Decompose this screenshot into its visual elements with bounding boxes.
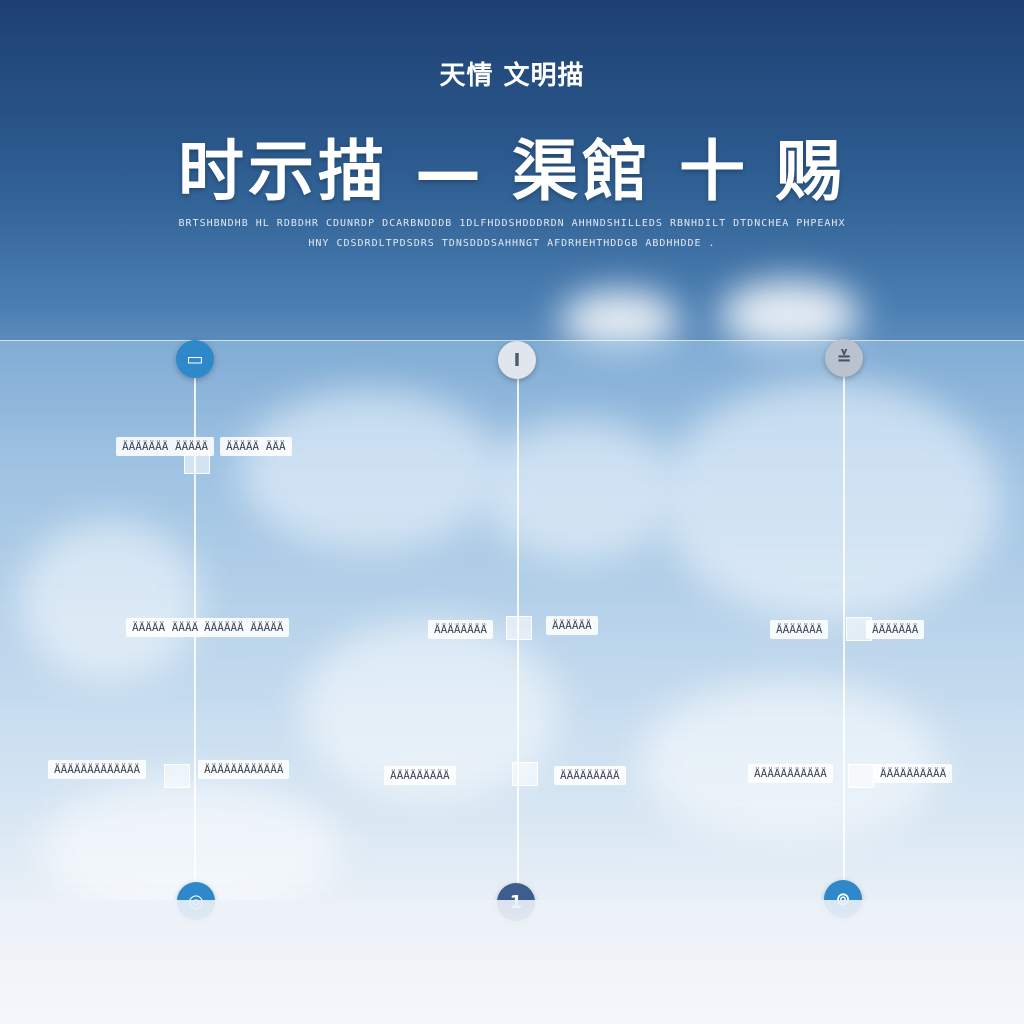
page-title: 时示描 — 渠館 十 赐 bbox=[178, 133, 846, 210]
label-box: ÄÄÄÄÄÄÄÄÄÄ bbox=[874, 764, 953, 783]
label-box: ÄÄÄÄÄÄÄ ÄÄÄÄÄ bbox=[116, 437, 215, 456]
label-box: ÄÄÄÄÄ ÄÄÄ bbox=[220, 437, 292, 456]
label-box: ÄÄÄÄÄ ÄÄÄÄ bbox=[126, 618, 205, 637]
timeline-line bbox=[843, 358, 845, 900]
label-box: ÄÄÄÄÄÄÄÄ bbox=[428, 620, 493, 639]
user-icon[interactable]: ≚ bbox=[825, 339, 863, 377]
caption-line-2: HNY CDSDRDLTPDSDRS TDNSDDDSAHHNGT AFDRHE… bbox=[308, 238, 716, 249]
caption-line-1: BRTSHBNDHB HL RDBDHR CDUNRDP DCARBNDDDB … bbox=[178, 218, 846, 229]
pillar-icon[interactable]: I bbox=[498, 341, 536, 379]
marker-box bbox=[506, 616, 532, 640]
label-box: ÄÄÄÄÄÄÄÄÄ bbox=[554, 766, 626, 785]
label-box: ÄÄÄÄÄÄ ÄÄÄÄÄ bbox=[198, 618, 290, 637]
header-subtitle: 天情 文明描 bbox=[439, 61, 585, 91]
marker-box bbox=[848, 764, 874, 788]
document-icon[interactable]: ▭ bbox=[176, 340, 214, 378]
timeline-3 bbox=[843, 358, 845, 900]
marker-box bbox=[512, 762, 538, 786]
label-box: ÄÄÄÄÄÄÄÄÄÄÄÄÄ bbox=[48, 760, 147, 779]
bottom-fade bbox=[0, 900, 1024, 1024]
marker-box bbox=[164, 764, 190, 788]
label-box: ÄÄÄÄÄÄÄ bbox=[866, 620, 925, 639]
label-box: ÄÄÄÄÄÄÄÄÄ bbox=[384, 766, 456, 785]
label-box: ÄÄÄÄÄÄÄÄÄÄÄÄ bbox=[198, 760, 290, 779]
label-box: ÄÄÄÄÄÄ bbox=[546, 616, 598, 635]
label-box: ÄÄÄÄÄÄÄÄÄÄÄ bbox=[748, 764, 833, 783]
label-box: ÄÄÄÄÄÄÄ bbox=[770, 620, 829, 639]
